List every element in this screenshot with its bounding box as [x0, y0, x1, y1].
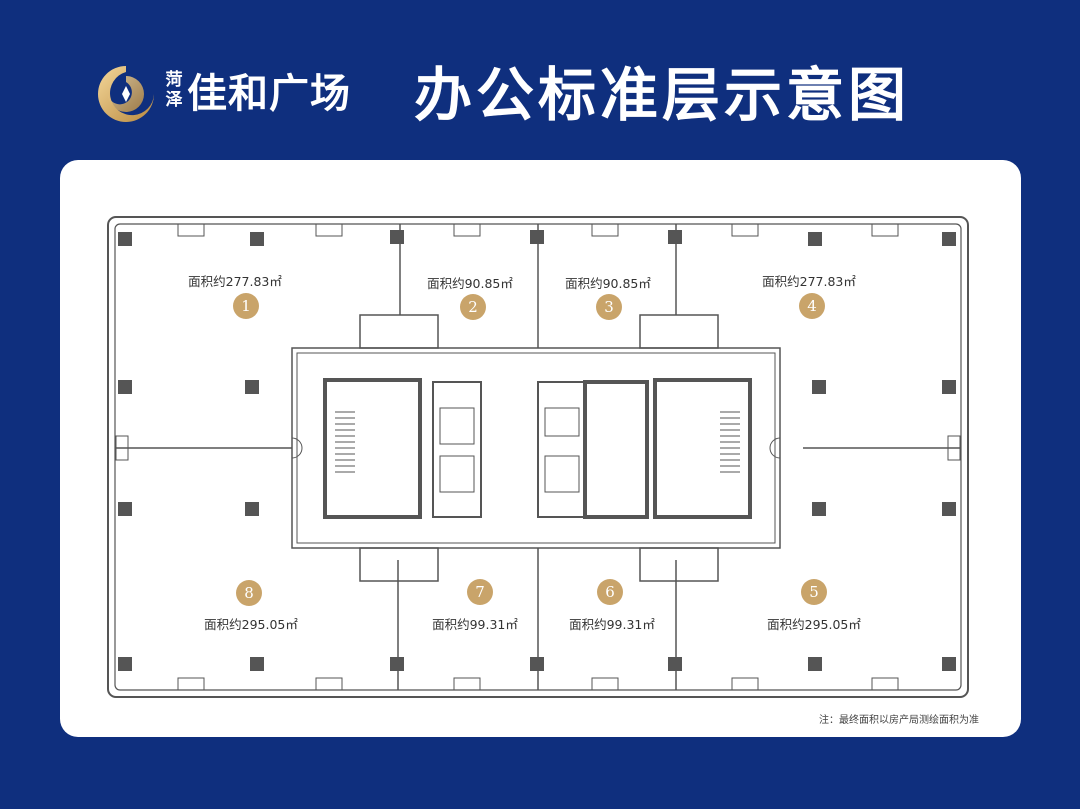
area-footnote: 注：最终面积以房产局测绘面积为准 — [819, 715, 979, 726]
unit-7-area-label: 面积约99.31㎡ — [432, 617, 518, 632]
unit-2-area-label: 面积约90.85㎡ — [427, 276, 513, 291]
stair-core-left — [323, 378, 422, 519]
unit-8-badge: 8 — [236, 580, 262, 606]
unit-1-area-label: 面积约277.83㎡ — [188, 274, 282, 289]
outer-wall — [107, 216, 969, 698]
unit-8-area-label: 面积约295.05㎡ — [204, 617, 298, 632]
brand-name: 佳和广场 — [187, 71, 351, 117]
unit-1-badge: 1 — [233, 293, 259, 319]
unit-3-area-label: 面积约90.85㎡ — [565, 276, 651, 291]
washroom-top-right — [639, 314, 719, 349]
unit-7-badge: 7 — [467, 579, 493, 605]
unit-4-area-label: 面积约277.83㎡ — [762, 274, 856, 289]
brand-city: 菏泽 — [165, 70, 183, 110]
unit-2-badge: 2 — [460, 294, 486, 320]
washroom-bottom-right — [639, 547, 719, 582]
shaft-core-right — [583, 380, 649, 519]
stair-core-right — [653, 378, 752, 519]
washroom-top-left — [359, 314, 439, 349]
unit-3-badge: 3 — [596, 294, 622, 320]
unit-6-area-label: 面积约99.31㎡ — [569, 617, 655, 632]
structural-columns — [118, 230, 956, 671]
washroom-bottom-left — [359, 547, 439, 582]
unit-5-area-label: 面积约295.05㎡ — [767, 617, 861, 632]
floor-plan-drawing — [107, 216, 969, 698]
corridor-ring — [291, 347, 781, 549]
unit-4-badge: 4 — [799, 293, 825, 319]
perimeter-units — [115, 223, 961, 691]
page-title: 办公标准层示意图 — [414, 61, 911, 129]
unit-6-badge: 6 — [597, 579, 623, 605]
floor-plan-card: 面积约277.83㎡ 1 面积约90.85㎡ 2 面积约90.85㎡ 3 面积约… — [60, 160, 1021, 737]
gold-swirl-logo-icon — [98, 66, 154, 122]
elevator-core-left — [432, 381, 482, 518]
page-header: 菏泽 佳和广场 办公标准层示意图 — [0, 0, 1080, 160]
elevator-core-right — [537, 381, 587, 518]
unit-5-badge: 5 — [801, 579, 827, 605]
